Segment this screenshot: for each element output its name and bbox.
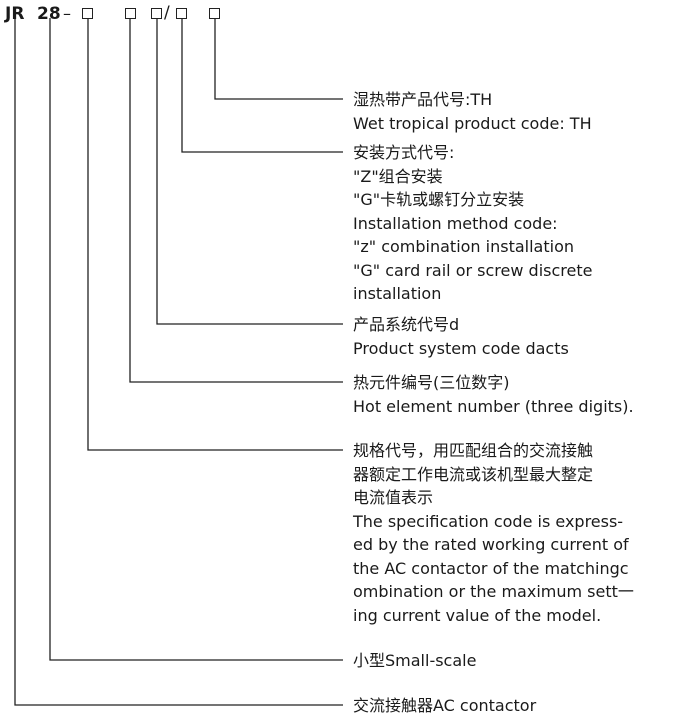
annotation-line: 产品系统代号d xyxy=(353,315,460,334)
code-slash: / xyxy=(164,3,170,23)
annotation-element: 热元件编号(三位数字) Hot element number (three di… xyxy=(353,371,678,418)
placeholder-box-th xyxy=(209,8,220,19)
annotation-line: "z" combination installation xyxy=(353,237,574,256)
code-dash: – xyxy=(63,4,71,23)
leader-line-system xyxy=(156,18,343,325)
annotation-system: 产品系统代号d Product system code dacts xyxy=(353,313,678,360)
annotation-line: ing current value of the model. xyxy=(353,605,602,625)
annotation-line: 小型Small-scale xyxy=(353,651,477,670)
annotation-line: The specification code is express- xyxy=(353,511,624,531)
placeholder-box-spec xyxy=(82,8,93,19)
annotation-line: Wet tropical product code: TH xyxy=(353,113,592,133)
annotation-line: ombination or the maximum sett一 xyxy=(353,582,634,601)
annotation-line: 热元件编号(三位数字) xyxy=(353,373,510,392)
placeholder-box-install xyxy=(176,8,187,19)
placeholder-box-element xyxy=(125,8,136,19)
annotation-line: installation xyxy=(353,284,442,303)
annotation-contactor: 交流接触器AC contactor xyxy=(353,694,678,718)
annotation-line: 规格代号，用匹配组合的交流接触 xyxy=(353,441,594,460)
leader-line-contactor xyxy=(14,18,343,706)
annotation-install: 安装方式代号: "Z"组合安装 "G"卡轨或螺钉分立安装 Installatio… xyxy=(353,141,678,306)
leader-line-small xyxy=(49,18,343,661)
annotation-line: 安装方式代号: xyxy=(353,143,455,162)
leader-line-element xyxy=(129,18,343,383)
leader-line-th xyxy=(214,18,343,100)
annotation-line: Hot element number (three digits). xyxy=(353,396,634,416)
placeholder-box-system xyxy=(151,8,162,19)
annotation-line: 电流值表示 xyxy=(353,488,434,507)
annotation-line: Product system code dacts xyxy=(353,338,569,358)
leader-line-spec xyxy=(87,18,343,451)
leader-line-install xyxy=(181,18,343,153)
code-number: 28 xyxy=(37,4,61,24)
annotation-spec: 规格代号，用匹配组合的交流接触 器额定工作电流或该机型最大整定 电流值表示 Th… xyxy=(353,439,678,627)
code-prefix: JR xyxy=(5,4,25,24)
annotation-line: 器额定工作电流或该机型最大整定 xyxy=(353,464,594,484)
annotation-line: ed by the rated working current of xyxy=(353,535,629,554)
annotation-small-scale: 小型Small-scale xyxy=(353,649,678,673)
annotation-line: Installation method code: xyxy=(353,213,558,233)
annotation-line: "G" card rail or screw discrete xyxy=(353,260,593,280)
annotation-line: "Z"组合安装 xyxy=(353,166,443,186)
annotation-line: 交流接触器AC contactor xyxy=(353,696,537,715)
annotation-line: 湿热带产品代号:TH xyxy=(353,90,493,109)
annotation-th: 湿热带产品代号:TH Wet tropical product code: TH xyxy=(353,88,678,135)
annotation-line: "G"卡轨或螺钉分立安装 xyxy=(353,190,525,209)
annotation-line: the AC contactor of the matchingc xyxy=(353,558,629,578)
